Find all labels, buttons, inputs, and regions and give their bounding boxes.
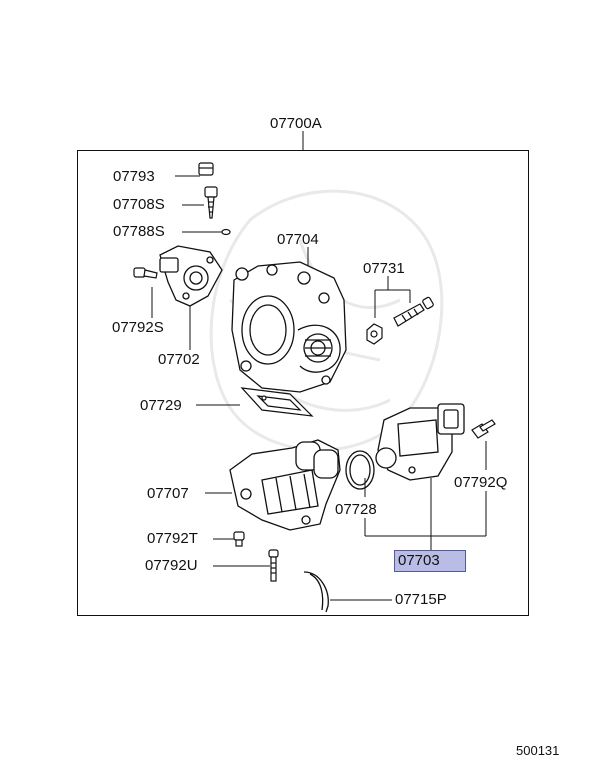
assembly-frame: [77, 150, 529, 616]
part-07708s-screw: [204, 186, 218, 219]
part-07788s-ring: [221, 228, 231, 236]
part-label-07702[interactable]: 07702: [158, 351, 200, 368]
part-07728-oring: [345, 450, 375, 490]
part-label-07792s[interactable]: 07792S: [112, 319, 164, 336]
part-label-07728[interactable]: 07728: [335, 501, 377, 518]
part-07731-bolt-nut: [366, 296, 434, 345]
part-label-07793[interactable]: 07793: [113, 168, 155, 185]
part-07715p-clip: [303, 571, 329, 613]
part-07707-body: [229, 439, 341, 531]
part-07702-sensor: [159, 245, 223, 307]
highlighted-part-07703[interactable]: 07703: [394, 550, 466, 572]
leader-lines: [151, 131, 487, 601]
part-label-07788s[interactable]: 07788S: [113, 223, 165, 240]
part-label-07715p[interactable]: 07715P: [395, 591, 447, 608]
part-label-07792q[interactable]: 07792Q: [454, 474, 508, 491]
part-07703-iac-valve: [375, 403, 465, 481]
part-label-07708s[interactable]: 07708S: [113, 196, 165, 213]
part-07793-cap: [198, 162, 214, 176]
part-label-07704[interactable]: 07704: [277, 231, 319, 248]
part-label-07792t[interactable]: 07792T: [147, 530, 198, 547]
part-07729-gasket: [240, 387, 314, 417]
part-07704-throttle-body: [231, 261, 347, 393]
part-label-07707[interactable]: 07707: [147, 485, 189, 502]
assembly-label[interactable]: 07700A: [270, 115, 322, 132]
part-07792u-bolt: [268, 549, 279, 582]
diagram-id: 500131: [516, 743, 560, 758]
part-label-07731[interactable]: 07731: [363, 260, 405, 277]
part-07792q-bolt: [471, 419, 496, 439]
part-label-07792u[interactable]: 07792U: [145, 557, 198, 574]
part-label-07729[interactable]: 07729: [140, 397, 182, 414]
part-07792t-bolt: [233, 531, 245, 547]
part-07792s-bolt: [133, 267, 158, 279]
